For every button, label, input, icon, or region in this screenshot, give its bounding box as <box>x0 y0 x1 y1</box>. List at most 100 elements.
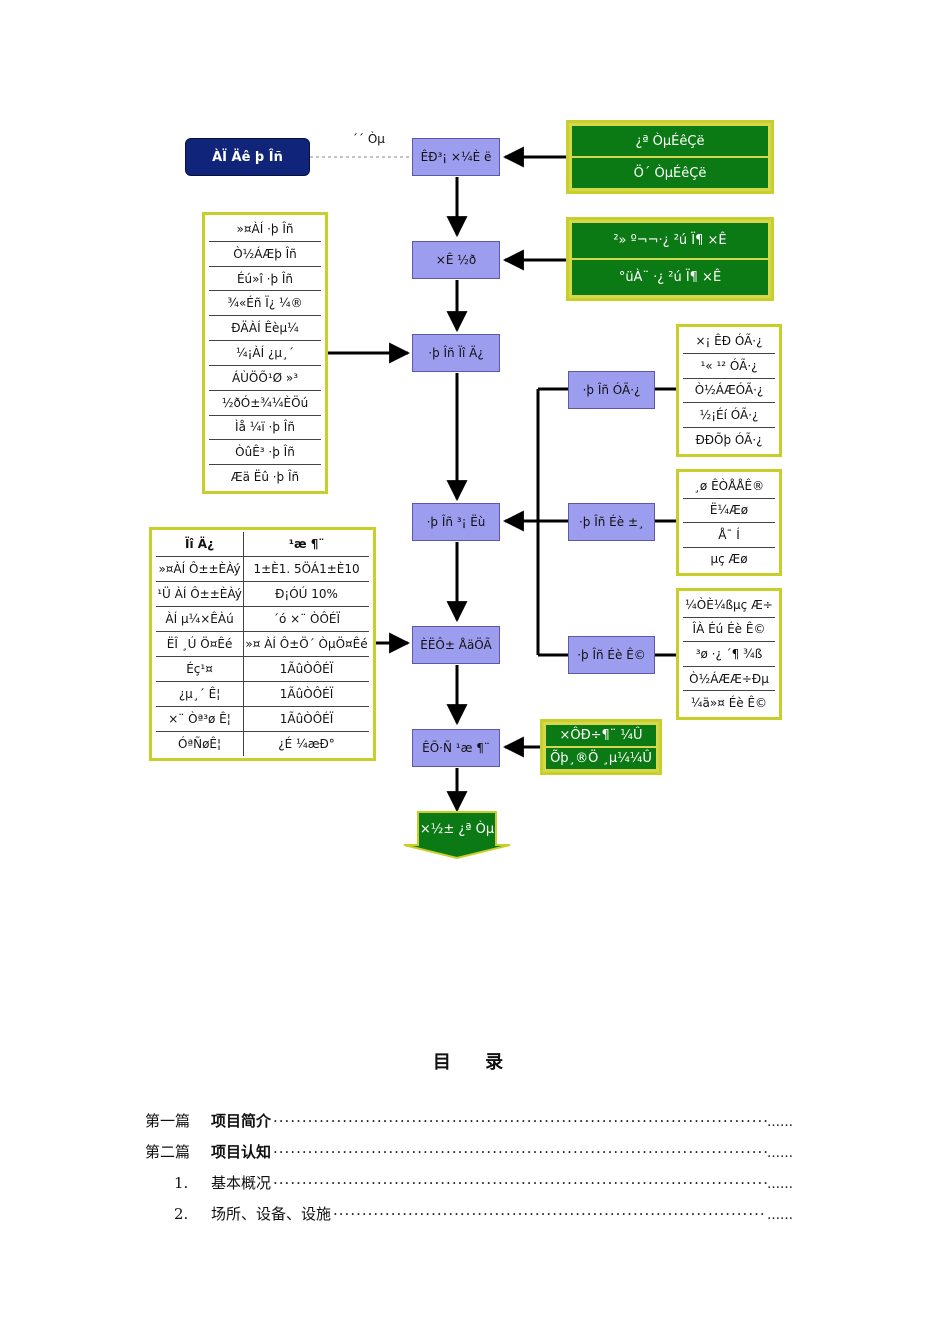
toc-entry[interactable]: 第一篇 项目简介 ·······························… <box>145 1110 793 1131</box>
step-staffing: ÈËÔ± ÅäÖÃ <box>412 626 500 664</box>
table-row: ËÎ ¸Ú Ö¤Êé »¤ ÀÍ Ô±Ö´ ÒµÖ¤Êé <box>156 631 369 658</box>
client-box: ÀÏ Äê þ Îñ <box>185 138 310 176</box>
table-cell: Ð¡ÓÚ 10% <box>243 581 369 607</box>
list-item: Ìå ¼ï ·þ Îñ <box>209 416 321 441</box>
table-cell: ×¨ Òª³ø Ê¦ <box>156 706 245 733</box>
toc-tail: …… <box>767 1146 793 1161</box>
toc-label: 项目简介 <box>211 1112 272 1130</box>
input-item: ²» º¬¬·¿ ²ú Ï¶ ×Ê <box>572 223 768 258</box>
table-row: ÓªÑøÊ¦ ¿É ¼æÐ° <box>156 731 369 756</box>
list-item: ¸ø ÊÒÅÅÊ® <box>683 474 775 499</box>
list-item: ÎÀ Éú Éè Ê© <box>683 618 775 643</box>
flowchart-connectors <box>310 146 676 860</box>
market-entry-inputs: ¿ª ÒµÉêÇë Ö´ ÒµÉêÇë <box>566 120 774 194</box>
table-cell: ´ó ×¨ ÒÔÉÏ <box>243 606 369 632</box>
table-row: ÀÍ µ¼×ÊÀú ´ó ×¨ ÒÔÉÏ <box>156 606 369 632</box>
input-item: °üÀ¨ ·¿ ²ú Ï¶ ×Ê <box>572 260 768 295</box>
list-item: ¾«Éñ Ï¿ ¼® <box>209 291 321 317</box>
list-item: Ò½ÁÆÓÃ·¿ <box>683 379 775 404</box>
table-cell: »¤ÀÍ Ô±±ÈÀý <box>156 556 245 582</box>
table-row: ¹Ü ÀÍ Ô±±ÈÀý Ð¡ÓÚ 10% <box>156 581 369 607</box>
toc-prefix: 2. <box>174 1205 189 1223</box>
service-items-list: »¤ÀÍ ·þ Îñ Ò½ÁÆþ Îñ Éú»î ·þ Îñ ¾«Éñ Ï¿ ¼… <box>202 212 328 494</box>
table-row: Éç¹¤ 1ÃûÒÔÉÏ <box>156 656 369 683</box>
toc-label: 项目认知 <box>211 1143 272 1161</box>
toc-leader: ········································… <box>273 1174 767 1192</box>
table-cell: ÀÍ µ¼×ÊÀú <box>156 606 245 632</box>
table-cell: 1ÃûÒÔÉÏ <box>243 681 369 708</box>
input-item: ¿ª ÒµÉêÇë <box>572 126 768 156</box>
table-cell: ¹Ü ÀÍ Ô±±ÈÀý <box>156 581 245 607</box>
table-cell: 1ÃûÒÔÉÏ <box>243 656 369 683</box>
list-item: ¼ä»¤ Éè Ê© <box>690 696 768 711</box>
toc-label: 基本概况 <box>211 1174 272 1192</box>
list-item: ½¡Éí ÓÃ·¿ <box>683 403 775 429</box>
venue-rooms-box: ·þ Îñ ÓÃ·¿ <box>568 371 655 409</box>
input-item: ×ÔÐ÷¶¨ ¼Û <box>546 725 656 746</box>
toc-prefix: 第二篇 <box>145 1143 191 1161</box>
list-item: ³ø ·¿ ´¶ ¾ß <box>683 642 775 667</box>
list-item: ÐÄÀÍ Êèµ¼ <box>209 316 321 342</box>
table-header-cell: Ïî Ä¿ <box>156 532 245 557</box>
step-service-items: ·þ Îñ Ïî Ä¿ <box>412 334 500 372</box>
step-fees: ÊÕ·Ñ ¹æ ¶¨ <box>412 729 500 767</box>
step-service-venue: ·þ Îñ ³¡ Ëù <box>412 503 500 541</box>
facility-items-list: ¼ÒÈ¼ßµç Æ÷ ÎÀ Éú Éè Ê© ³ø ·¿ ´¶ ¾ß Ò½ÁÆÆ… <box>676 588 782 720</box>
list-item: Æä Ëû ·þ Îñ <box>230 470 300 485</box>
toc-prefix: 1. <box>174 1174 189 1192</box>
table-row: »¤ÀÍ Ô±±ÈÀý 1±È1. 5ÖÁ1±È10 <box>156 556 369 582</box>
list-item: ÐÐÕþ ÓÃ·¿ <box>695 433 763 448</box>
toc-leader: ········································… <box>273 1143 767 1161</box>
toc-leader: ········································… <box>273 1112 767 1130</box>
list-item: Éú»î ·þ Îñ <box>209 267 321 292</box>
table-cell: ¿É ¼æÐ° <box>278 737 335 752</box>
equipment-items-list: ¸ø ÊÒÅÅÊ® Ë¼Æø Å¯ Í µç Æø <box>676 469 782 576</box>
step-market-entry: ÊÐ³¡ ×¼È ë <box>412 138 500 176</box>
table-cell: ËÎ ¸Ú Ö¤Êé <box>156 631 245 658</box>
toc-prefix: 第一篇 <box>145 1112 191 1130</box>
venue-equipment-box: ·þ Îñ Éè ±¸ <box>568 503 655 541</box>
table-cell: ÓªÑøÊ¦ <box>156 731 245 756</box>
table-cell: 1ÃûÒÔÉÏ <box>243 706 369 733</box>
list-item: Ë¼Æø <box>683 499 775 523</box>
toc-leader: ········································… <box>333 1205 767 1223</box>
list-item: ×¡ ÊÐ ÓÃ·¿ <box>683 329 775 354</box>
list-item: »¤ÀÍ ·þ Îñ <box>209 217 321 242</box>
input-item: Ö´ ÒµÉêÇë <box>572 158 768 188</box>
list-item: Ò½ÁÆþ Îñ <box>209 242 321 267</box>
toc-tail: …… <box>767 1115 793 1130</box>
list-item: ½ðÓ±¾¼ÈÖú <box>209 391 321 416</box>
list-item: ÁÙÖÕ¹Ø »³ <box>209 366 321 391</box>
table-header-row: Ïî Ä¿ ¹æ ¶¨ <box>156 532 369 557</box>
terminal-arrow-shape <box>403 811 511 860</box>
toc-tail: …… <box>767 1208 793 1223</box>
toc-entry[interactable]: 1. 基本概况 ································… <box>174 1172 793 1193</box>
venue-facilities-box: ·þ Îñ Éè Ê© <box>568 636 655 674</box>
step-funds: ×Ê ½ð <box>412 241 500 279</box>
toc-label: 场所、设备、设施 <box>211 1205 332 1223</box>
toc-entry[interactable]: 第二篇 项目认知 ·······························… <box>145 1141 793 1162</box>
list-item: ¼¡ÀÍ ¿µ¸´ <box>209 341 321 366</box>
room-items-list: ×¡ ÊÐ ÓÃ·¿ ¹« ¹² ÓÃ·¿ Ò½ÁÆÓÃ·¿ ½¡Éí ÓÃ·¿… <box>676 324 782 457</box>
list-item: ¼ÒÈ¼ßµç Æ÷ <box>683 593 775 618</box>
toc-tail: …… <box>767 1177 793 1192</box>
table-cell: »¤ ÀÍ Ô±Ö´ ÒµÖ¤Êé <box>243 631 369 658</box>
input-item: Õþ¸®Ö ¸µ¼¼Û <box>546 748 656 769</box>
table-header-cell: ¹æ ¶¨ <box>243 532 369 557</box>
table-cell: 1±È1. 5ÖÁ1±È10 <box>243 556 369 582</box>
table-cell: ¿µ¸´ Ê¦ <box>156 681 245 708</box>
table-row: ¿µ¸´ Ê¦ 1ÃûÒÔÉÏ <box>156 681 369 708</box>
list-item: Ò½ÁÆÆ÷Ðµ <box>683 667 775 692</box>
list-item: Å¯ Í <box>683 523 775 548</box>
fee-inputs: ×ÔÐ÷¶¨ ¼Û Õþ¸®Ö ¸µ¼¼Û <box>540 719 662 775</box>
terminal-label: ×½± ¿ª Òµ <box>419 822 495 837</box>
list-item: µç Æø <box>710 552 748 567</box>
fund-inputs: ²» º¬¬·¿ ²ú Ï¶ ×Ê °üÀ¨ ·¿ ²ú Ï¶ ×Ê <box>566 217 774 301</box>
list-item: ¹« ¹² ÓÃ·¿ <box>683 354 775 379</box>
table-cell: Éç¹¤ <box>156 656 245 683</box>
toc-entry[interactable]: 2. 场所、设备、设施 ····························… <box>174 1203 793 1224</box>
staff-table: Ïî Ä¿ ¹æ ¶¨ »¤ÀÍ Ô±±ÈÀý 1±È1. 5ÖÁ1±È10 ¹… <box>149 527 376 761</box>
consult-label: ´´ Òµ <box>352 132 385 146</box>
list-item: ÒûÊ³ ·þ Îñ <box>209 440 321 466</box>
table-row: ×¨ Òª³ø Ê¦ 1ÃûÒÔÉÏ <box>156 706 369 733</box>
